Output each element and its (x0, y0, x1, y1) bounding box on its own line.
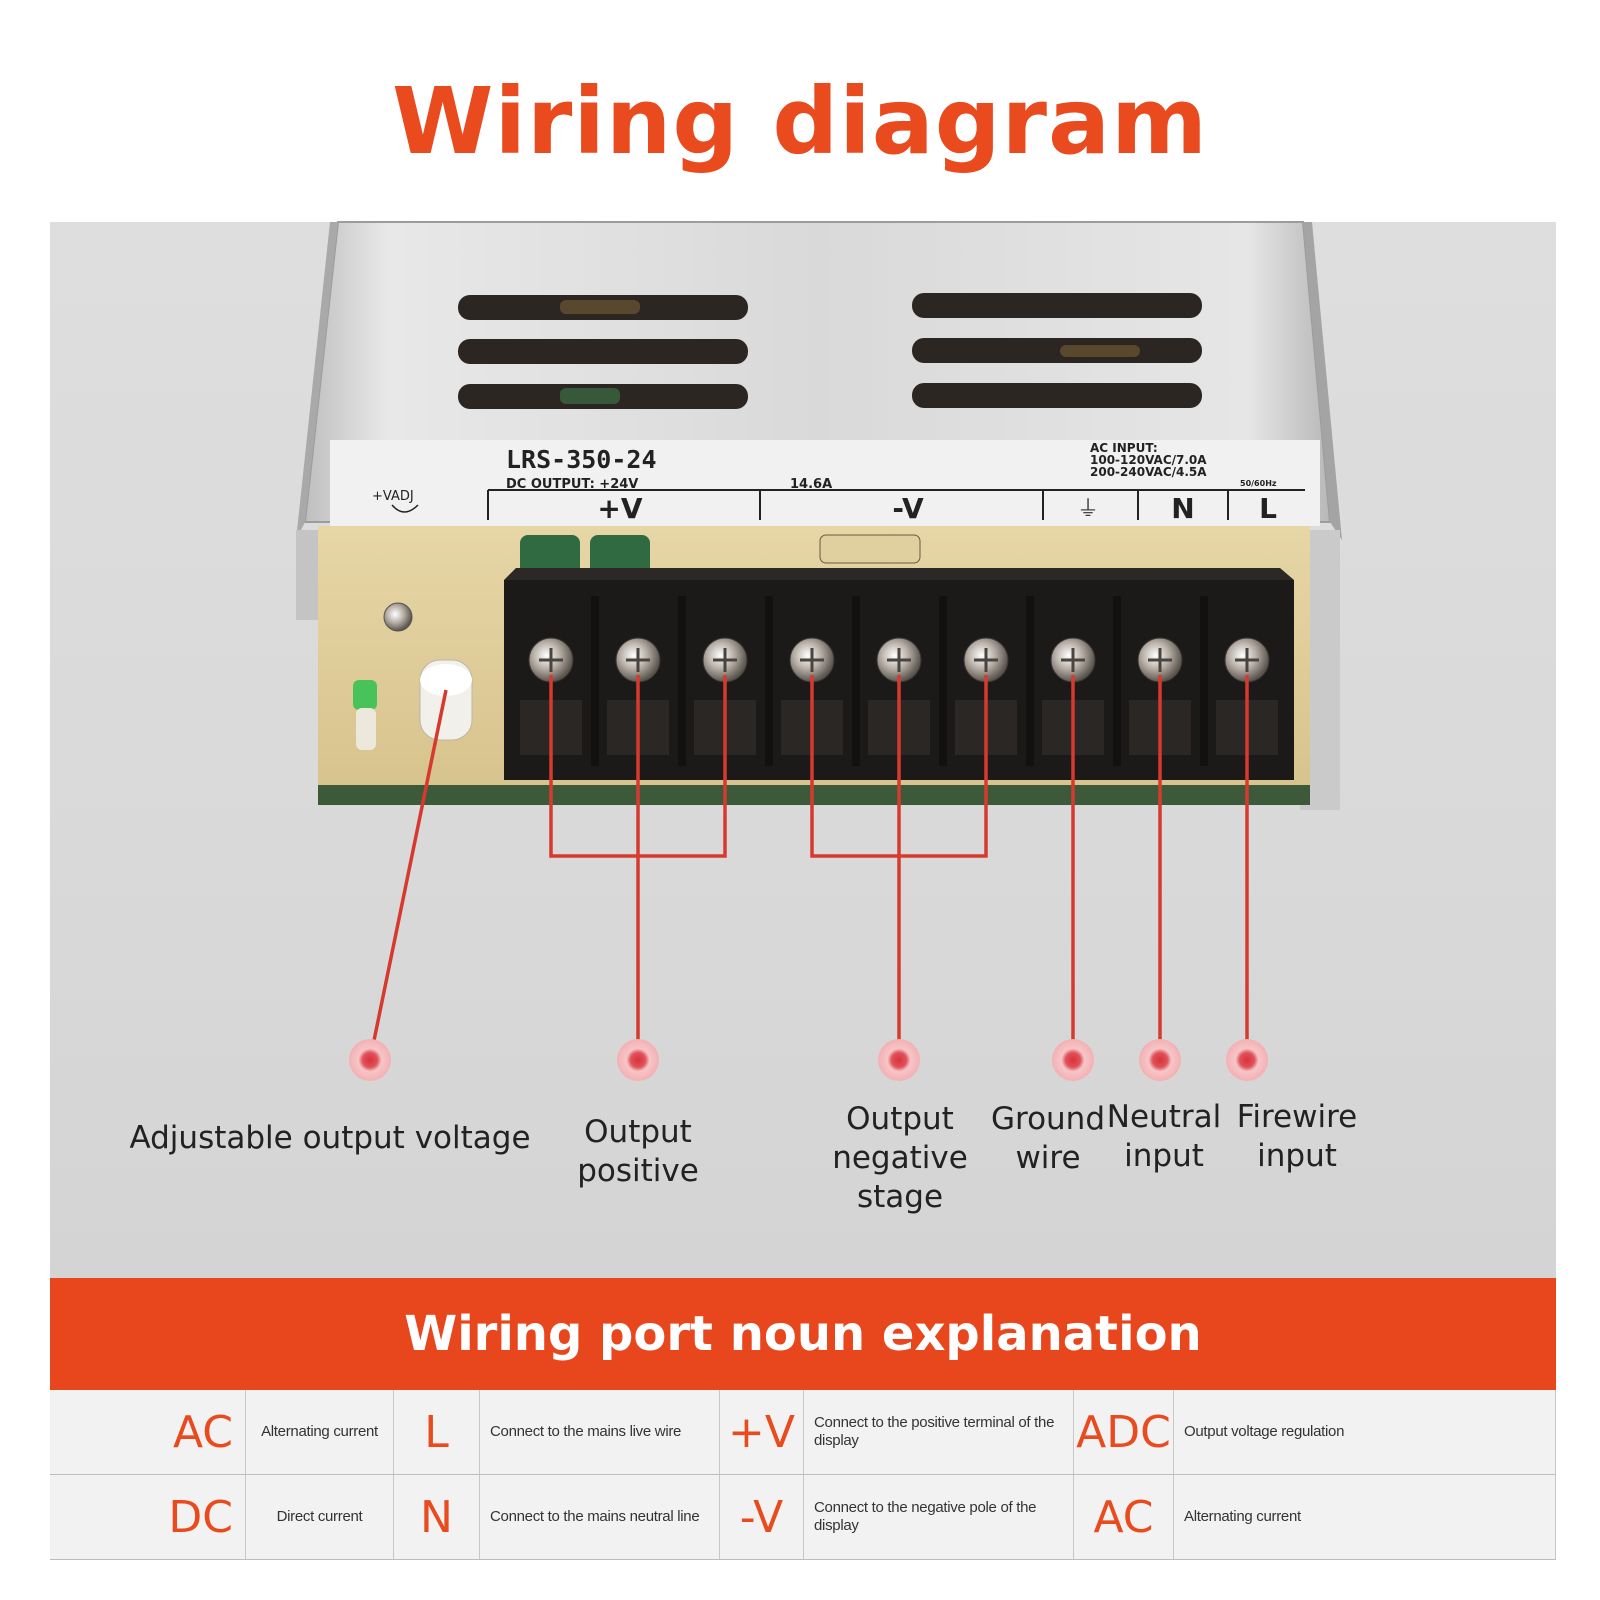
legend-code: AC (1074, 1475, 1174, 1560)
callout-ground-line-1: Ground (990, 1101, 1106, 1137)
adjustment-potentiometer[interactable] (383, 602, 473, 741)
terminal-screws (528, 637, 1270, 683)
legend-description: Output voltage regulation (1174, 1390, 1556, 1475)
callout-ground-line-2: wire (1015, 1140, 1081, 1176)
ac-input-line-3: 200-240VAC/4.5A (1090, 465, 1207, 479)
callout-dot-negative (878, 1039, 920, 1081)
legend-description: Connect to the negative pole of the disp… (804, 1475, 1074, 1560)
legend-code: ADC (1074, 1390, 1174, 1475)
legend-code: +V (720, 1390, 804, 1475)
screw-slot (539, 648, 563, 672)
power-led (353, 680, 377, 750)
callout-negative-line-1: Output (846, 1101, 954, 1137)
ac-input-line-1: AC INPUT: (1090, 441, 1158, 455)
ac-input-line-2: 100-120VAC/7.0A (1090, 453, 1207, 467)
rating-label: LRS-350-24 DC OUTPUT: +24V 14.6A AC INPU… (330, 440, 1320, 526)
callout-output-negative-stage: Output negative stage (815, 1100, 985, 1217)
explanation-table: AC Alternating current L Connect to the … (50, 1390, 1556, 1560)
callout-dot-live (1226, 1039, 1268, 1081)
callout-negative-line-3: stage (856, 1179, 944, 1215)
screw-slot (1148, 648, 1172, 672)
callout-dot-ground (1052, 1039, 1094, 1081)
screw-slot (974, 648, 998, 672)
legend-code: N (394, 1475, 480, 1560)
dc-output-label: DC OUTPUT: +24V (506, 477, 638, 492)
terminal-header-live: L (1259, 492, 1277, 525)
explanation-title: Wiring port noun explanation (404, 1306, 1202, 1362)
callout-ground-wire: Ground wire (978, 1100, 1118, 1178)
terminal-header-neutral: N (1171, 492, 1194, 525)
legend-description: Connect to the mains neutral line (480, 1475, 720, 1560)
legend-code: DC (50, 1475, 246, 1560)
page-title: Wiring diagram (392, 68, 1208, 175)
terminal-header-negative: -V (892, 492, 924, 525)
callout-firewire-input: Firewire input (1222, 1098, 1372, 1176)
ac-input-line-4: 50/60Hz (1240, 479, 1277, 488)
legend-description: Direct current (246, 1475, 394, 1560)
legend-description: Alternating current (246, 1390, 394, 1475)
callout-wires (368, 675, 1249, 1061)
screw-slot (887, 648, 911, 672)
legend-description: Connect to the mains live wire (480, 1390, 720, 1475)
legend-code: L (394, 1390, 480, 1475)
callout-firewire-line-1: Firewire (1236, 1099, 1358, 1135)
screw-slot (626, 648, 650, 672)
callout-firewire-line-2: input (1257, 1138, 1337, 1174)
legend-description: Connect to the positive terminal of the … (804, 1390, 1074, 1475)
legend-description: Alternating current (1174, 1475, 1556, 1560)
callout-positive-line-2: positive (577, 1153, 699, 1189)
callout-dot-adjustable (349, 1039, 391, 1081)
legend-code: AC (50, 1390, 246, 1475)
callout-neutral-line-2: input (1124, 1138, 1204, 1174)
callout-adjustable-line-1: Adjustable output voltage (129, 1120, 531, 1156)
terminal-header-ground: ⏚ (1077, 497, 1099, 522)
model-number: LRS-350-24 (506, 445, 657, 474)
adj-label: +VADJ (372, 489, 414, 504)
dc-current-label: 14.6A (790, 477, 832, 492)
callout-adjustable-output-voltage: Adjustable output voltage (120, 1119, 540, 1158)
legend-code: -V (720, 1475, 804, 1560)
screw-slot (713, 648, 737, 672)
screw-slot (1061, 648, 1085, 672)
callout-positive-line-1: Output (584, 1114, 692, 1150)
terminal-header-positive: +V (597, 492, 642, 525)
callout-neutral-line-1: Neutral (1106, 1099, 1222, 1135)
callout-negative-line-2: negative (832, 1140, 968, 1176)
callout-dot-positive (617, 1039, 659, 1081)
explanation-header: Wiring port noun explanation (50, 1278, 1556, 1390)
callout-output-positive: Output positive (548, 1113, 728, 1191)
callout-neutral-input: Neutral input (1104, 1098, 1224, 1176)
screw-slot (800, 648, 824, 672)
callout-dot-neutral (1139, 1039, 1181, 1081)
screw-slot (1235, 648, 1259, 672)
callout-dots (349, 1039, 1268, 1081)
